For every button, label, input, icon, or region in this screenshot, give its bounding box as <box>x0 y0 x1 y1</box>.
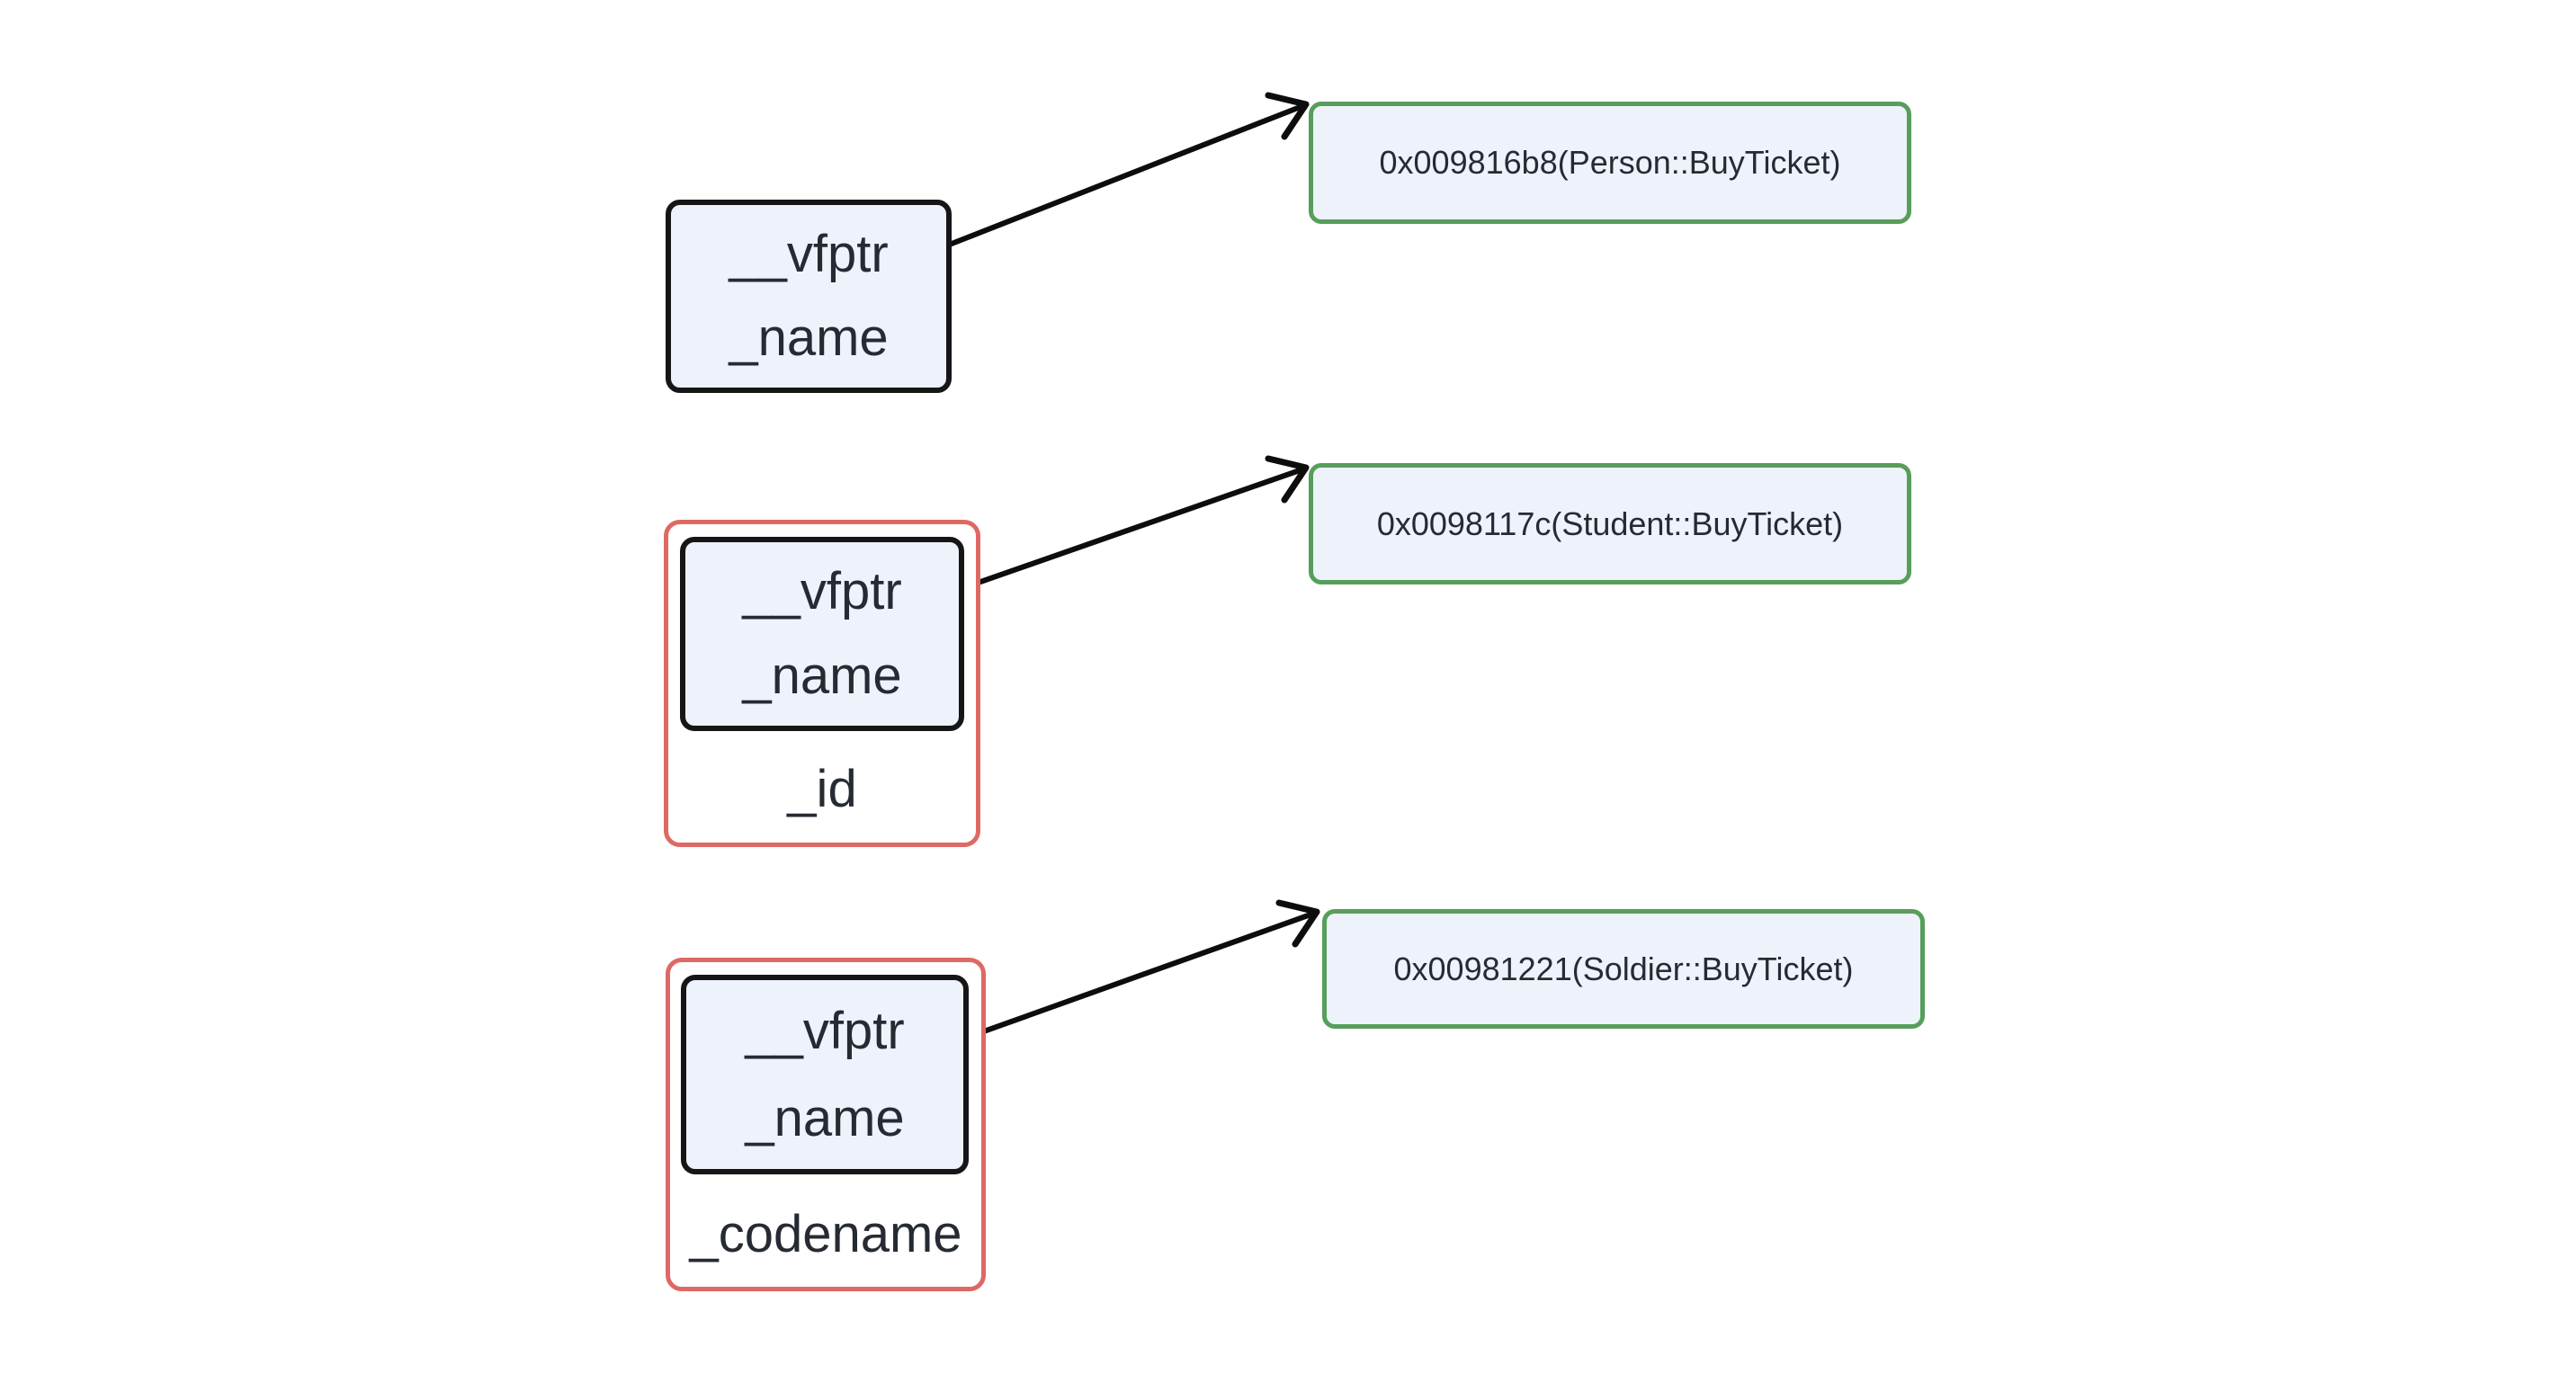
arrow-soldier-to-vtable <box>928 899 1320 1053</box>
field-vfptr: __vfptr <box>745 1001 905 1060</box>
person-vtable-entry-label: 0x009816b8(Person::BuyTicket) <box>1379 144 1841 181</box>
field-name: _name <box>745 1088 905 1147</box>
arrowhead-icon <box>1265 92 1310 140</box>
soldier-vtable-entry-box: 0x00981221(Soldier::BuyTicket) <box>1322 909 1925 1029</box>
field-name: _name <box>742 647 902 705</box>
field-name: _name <box>729 308 889 368</box>
field-vfptr: __vfptr <box>729 224 889 283</box>
student-vtable-entry-label: 0x0098117c(Student::BuyTicket) <box>1376 504 1844 542</box>
student-base-part-box: __vfptr _name <box>680 537 964 731</box>
field-id: _id <box>787 760 857 818</box>
arrowhead-icon <box>1265 455 1310 504</box>
arrowhead-icon <box>1275 899 1320 948</box>
person-object-box: __vfptr _name <box>666 200 952 393</box>
soldier-vtable-entry-label: 0x00981221(Soldier::BuyTicket) <box>1393 950 1854 987</box>
student-vtable-entry-box: 0x0098117c(Student::BuyTicket) <box>1309 463 1911 584</box>
person-vtable-entry-box: 0x009816b8(Person::BuyTicket) <box>1309 102 1911 224</box>
soldier-base-part-box: __vfptr _name <box>681 975 969 1174</box>
field-vfptr: __vfptr <box>742 562 902 620</box>
field-codename: _codename <box>689 1205 962 1263</box>
arrow-person-to-vtable <box>924 92 1310 256</box>
arrow-student-to-vtable <box>924 455 1310 603</box>
